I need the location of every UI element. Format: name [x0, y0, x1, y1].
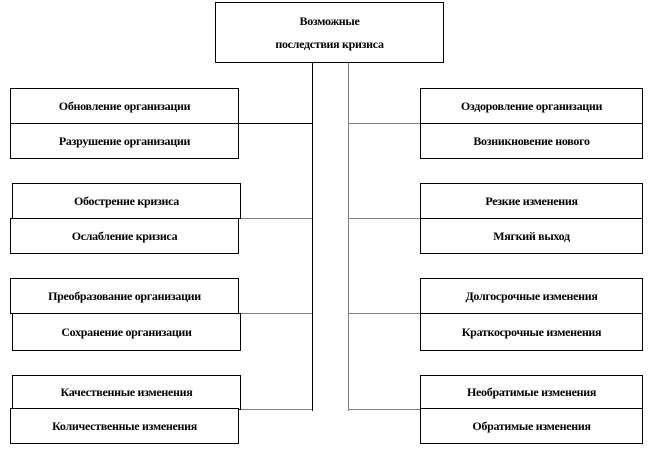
left-connector-3	[240, 313, 312, 314]
left-3-bottom: Сохранение организации	[12, 313, 241, 351]
left-1-top: Обновление организации	[10, 88, 239, 124]
right-trunk-line	[348, 63, 349, 411]
left-3-top: Преобразование организации	[10, 278, 239, 314]
label: Разрушение организации	[58, 133, 191, 148]
root-line-1: Возможные	[299, 13, 360, 28]
left-4-bottom: Количественные изменения	[10, 408, 239, 444]
label: Преобразование организации	[48, 288, 201, 303]
right-1-bottom: Возникновение нового	[420, 123, 643, 159]
left-trunk-line	[312, 63, 313, 411]
right-2-bottom: Мягкий выход	[420, 218, 643, 254]
right-connector-2	[348, 218, 420, 219]
root-line-2: последствия кризиса	[275, 36, 384, 51]
right-4-bottom: Обратимые изменения	[420, 408, 643, 444]
label: Обратимые изменения	[472, 418, 591, 433]
label: Возникновение нового	[473, 133, 590, 148]
label: Необратимые изменения	[466, 385, 597, 399]
right-connector-4	[348, 409, 420, 410]
right-2-top: Резкие изменения	[420, 183, 643, 219]
right-3-bottom: Краткосрочные изменения	[420, 313, 643, 351]
left-2-top: Обострение кризиса	[12, 183, 241, 219]
label: Долгосрочные изменения	[465, 288, 598, 303]
label: Краткосрочные изменения	[461, 324, 602, 339]
label: Количественные изменения	[52, 418, 197, 433]
label: Качественные изменения	[60, 385, 193, 399]
right-4-top: Необратимые изменения	[420, 375, 643, 410]
label: Резкие изменения	[485, 193, 578, 208]
right-connector-1	[348, 123, 420, 124]
label: Ослабление кризиса	[71, 228, 178, 243]
left-2-bottom: Ослабление кризиса	[10, 218, 239, 254]
left-connector-2	[240, 218, 312, 219]
right-1-top: Оздоровление организации	[420, 88, 643, 124]
right-3-top: Долгосрочные изменения	[420, 278, 643, 314]
left-4-top: Качественные изменения	[12, 375, 241, 410]
label: Мягкий выход	[493, 228, 570, 243]
label: Обновление организации	[58, 98, 191, 113]
right-connector-3	[348, 313, 420, 314]
label: Сохранение организации	[61, 324, 192, 339]
root-node: Возможные последствия кризиса	[215, 2, 444, 63]
left-1-bottom: Разрушение организации	[10, 123, 239, 159]
label: Обострение кризиса	[73, 193, 179, 208]
left-connector-1	[238, 123, 312, 124]
label: Оздоровление организации	[460, 98, 603, 113]
left-connector-4	[240, 409, 312, 410]
